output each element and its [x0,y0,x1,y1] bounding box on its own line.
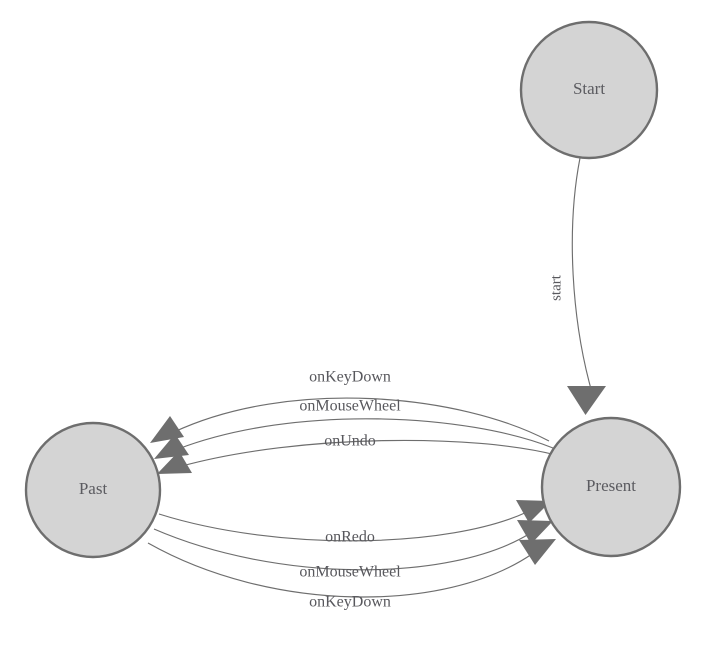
arrow-head-into-past-1 [150,416,184,443]
edge-present-to-past-onmousewheel[interactable]: onMouseWheel [154,398,554,459]
node-past[interactable]: Past [24,421,162,559]
arrow-head-into-present-1 [516,500,551,523]
arrow-head-into-present-2 [517,520,553,544]
edge-path-past-present-2 [153,528,530,571]
node-start-circle [519,20,659,160]
edge-path-past-present-1 [158,511,528,542]
edge-path-present-past-1 [173,397,550,442]
node-present[interactable]: Present [540,416,682,558]
edge-path-present-past-3 [181,439,557,467]
edge-label-present-past-1: onKeyDown [309,369,391,386]
edge-path-start-present [571,157,592,390]
edge-label-past-present-2: onMouseWheel [299,564,401,581]
node-present-label: Present [586,476,636,495]
edge-path-present-past-2 [177,418,554,450]
edge-start-to-present[interactable]: start [548,157,606,415]
node-past-label: Past [79,479,108,498]
edge-past-to-present-onkeydown[interactable]: onKeyDown [147,539,556,611]
node-present-circle [540,416,682,558]
edge-past-to-present-onmousewheel[interactable]: onMouseWheel [153,520,553,581]
arrow-head-into-past-3 [157,451,192,474]
node-past-circle [24,421,162,559]
edge-present-to-past-onundo[interactable]: onUndo [157,433,557,474]
arrow-head-into-present-3 [519,539,556,565]
edge-label-start: start [548,274,564,301]
edge-label-present-past-2: onMouseWheel [299,398,401,415]
node-start[interactable]: Start [519,20,659,160]
edge-label-present-past-3: onUndo [324,433,376,450]
arrow-head-into-past-2 [154,434,189,459]
node-start-label: Start [573,79,605,98]
arrow-head-into-present-top [567,386,606,415]
edge-label-past-present-1: onRedo [325,529,375,546]
edge-label-past-present-3: onKeyDown [309,594,391,611]
edge-past-to-present-onredo[interactable]: onRedo [158,500,551,546]
edge-path-past-present-3 [147,542,533,598]
